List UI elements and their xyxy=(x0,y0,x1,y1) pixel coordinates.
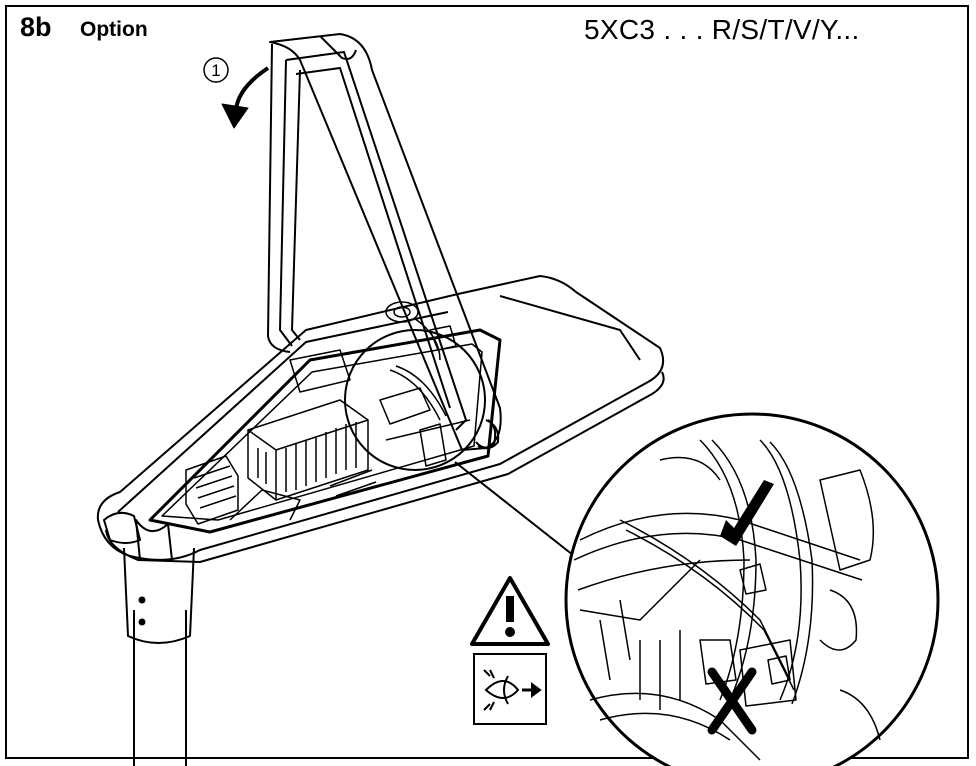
cable-gland xyxy=(385,301,457,361)
rotate-arrow-icon xyxy=(221,66,270,129)
warning-triangle-icon xyxy=(470,576,550,646)
visual-inspection-icon xyxy=(473,653,547,725)
checkmark-icon xyxy=(720,480,774,546)
detail-view xyxy=(564,412,940,766)
model-code: 5XC3 . . . R/S/T/V/Y... xyxy=(584,14,860,45)
pole xyxy=(123,519,195,766)
open-cover xyxy=(267,33,502,451)
internal-brackets xyxy=(229,349,471,521)
callout-number: 1 xyxy=(211,61,220,80)
cross-icon xyxy=(707,667,757,735)
page-frame xyxy=(5,5,969,759)
detail-leader-line xyxy=(454,461,593,571)
step-number: 8b xyxy=(20,12,52,42)
terminal-block xyxy=(185,455,239,525)
luminaire-housing xyxy=(96,275,665,563)
callout-1 xyxy=(203,57,229,83)
driver-module xyxy=(247,399,369,501)
option-label: Option xyxy=(80,18,148,41)
detail-marker-circle xyxy=(344,329,486,471)
